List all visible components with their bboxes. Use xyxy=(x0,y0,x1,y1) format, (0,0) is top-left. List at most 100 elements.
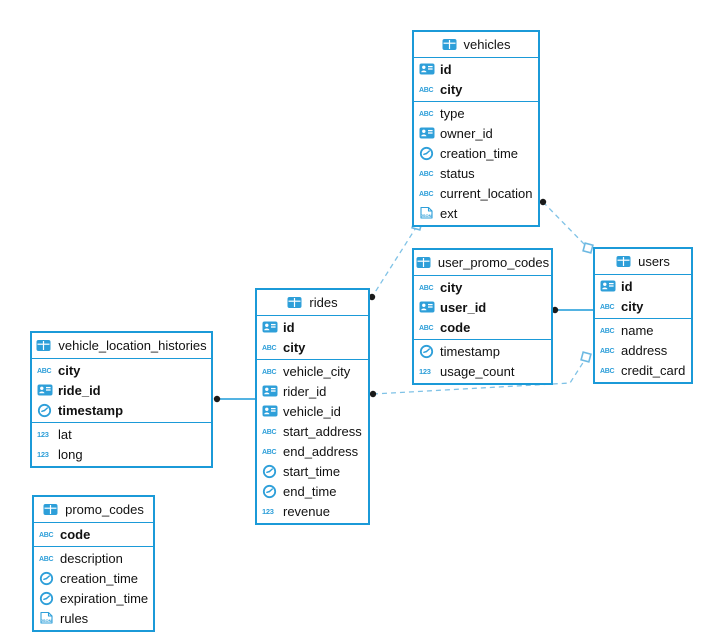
field-label: city xyxy=(58,362,81,378)
clock-type-icon xyxy=(262,484,279,499)
field-row-city: ABC city xyxy=(414,277,551,297)
id-card-type-icon xyxy=(419,300,436,314)
clock-type-icon xyxy=(262,464,279,479)
field-label: id xyxy=(440,61,452,77)
field-label: city xyxy=(440,279,463,295)
svg-text:ABC: ABC xyxy=(37,368,52,375)
svg-text:ABC: ABC xyxy=(39,532,54,539)
field-row-current_location: ABC current_location xyxy=(414,183,538,203)
field-row-vehicle_id: vehicle_id xyxy=(257,401,368,421)
field-label: status xyxy=(440,165,475,181)
table-title: vehicles xyxy=(463,37,511,52)
svg-text:ABC: ABC xyxy=(419,325,434,332)
json-type-icon: JSON xyxy=(419,206,436,220)
edge-dot-marker xyxy=(369,390,377,398)
table-title: users xyxy=(638,254,670,269)
id-card-type-icon xyxy=(262,320,279,334)
field-label: lat xyxy=(58,426,72,442)
field-label: usage_count xyxy=(440,363,515,379)
field-label: start_address xyxy=(283,423,362,439)
table-icon xyxy=(287,296,304,309)
svg-text:ABC: ABC xyxy=(419,87,434,94)
svg-text:JSON: JSON xyxy=(41,618,52,623)
svg-text:ABC: ABC xyxy=(600,304,615,311)
field-row-expiration_time: expiration_time xyxy=(34,588,153,608)
abc-type-icon: ABC xyxy=(419,187,436,199)
clock-type-icon xyxy=(419,344,436,359)
field-label: current_location xyxy=(440,185,533,201)
field-row-status: ABC status xyxy=(414,163,538,183)
abc-type-icon: ABC xyxy=(600,344,617,356)
clock-type-icon xyxy=(39,591,56,606)
svg-text:ABC: ABC xyxy=(419,171,434,178)
columns-section: timestamp 123 usage_count xyxy=(414,340,551,383)
abc-type-icon: ABC xyxy=(600,364,617,376)
field-row-end_time: end_time xyxy=(257,481,368,501)
table-icon xyxy=(416,256,433,269)
table-header-promo_codes[interactable]: promo_codes xyxy=(34,497,153,523)
field-row-ext: JSON ext xyxy=(414,203,538,223)
table-header-rides[interactable]: rides xyxy=(257,290,368,316)
json-type-icon: JSON xyxy=(39,611,56,625)
field-label: id xyxy=(621,278,633,294)
table-header-vehicle_location_histories[interactable]: vehicle_location_histories xyxy=(32,333,211,359)
abc-type-icon: ABC xyxy=(262,425,279,437)
field-label: address xyxy=(621,342,668,358)
field-row-id: id xyxy=(595,276,691,296)
field-row-ride_id: ride_id xyxy=(32,380,211,400)
svg-text:ABC: ABC xyxy=(262,449,277,456)
table-title: vehicle_location_histories xyxy=(58,338,207,353)
id-card-type-icon xyxy=(419,126,436,140)
field-label: name xyxy=(621,322,654,338)
abc-type-icon: ABC xyxy=(39,552,56,564)
table-header-users[interactable]: users xyxy=(595,249,691,275)
svg-text:ABC: ABC xyxy=(419,111,434,118)
edge-square-marker xyxy=(582,242,594,254)
field-label: ext xyxy=(440,205,458,221)
abc-type-icon: ABC xyxy=(39,528,56,540)
field-row-city: ABC city xyxy=(32,360,211,380)
num-type-icon: 123 xyxy=(419,365,436,377)
abc-type-icon: ABC xyxy=(419,281,436,293)
abc-type-icon: ABC xyxy=(419,107,436,119)
id-card-type-icon xyxy=(600,279,617,293)
field-row-owner_id: owner_id xyxy=(414,123,538,143)
table-icon xyxy=(442,38,459,51)
relationship-edge-vehicles-users xyxy=(539,198,594,254)
abc-type-icon: ABC xyxy=(419,167,436,179)
field-label: id xyxy=(283,319,295,335)
field-label: creation_time xyxy=(60,570,139,586)
svg-text:ABC: ABC xyxy=(262,345,277,352)
field-label: ride_id xyxy=(58,382,101,398)
table-header-vehicles[interactable]: vehicles xyxy=(414,32,538,58)
field-label: timestamp xyxy=(440,343,500,359)
field-row-creation_time: creation_time xyxy=(414,143,538,163)
field-label: description xyxy=(60,550,123,566)
table-header-user_promo_codes[interactable]: user_promo_codes xyxy=(414,250,551,276)
abc-type-icon: ABC xyxy=(419,321,436,333)
relationship-edge-vehicle_location_histories-rides xyxy=(213,395,255,403)
num-type-icon: 123 xyxy=(262,505,279,517)
svg-text:ABC: ABC xyxy=(39,556,54,563)
field-label: rider_id xyxy=(283,383,327,399)
field-label: start_time xyxy=(283,463,341,479)
svg-text:ABC: ABC xyxy=(600,348,615,355)
table-title: promo_codes xyxy=(65,502,144,517)
